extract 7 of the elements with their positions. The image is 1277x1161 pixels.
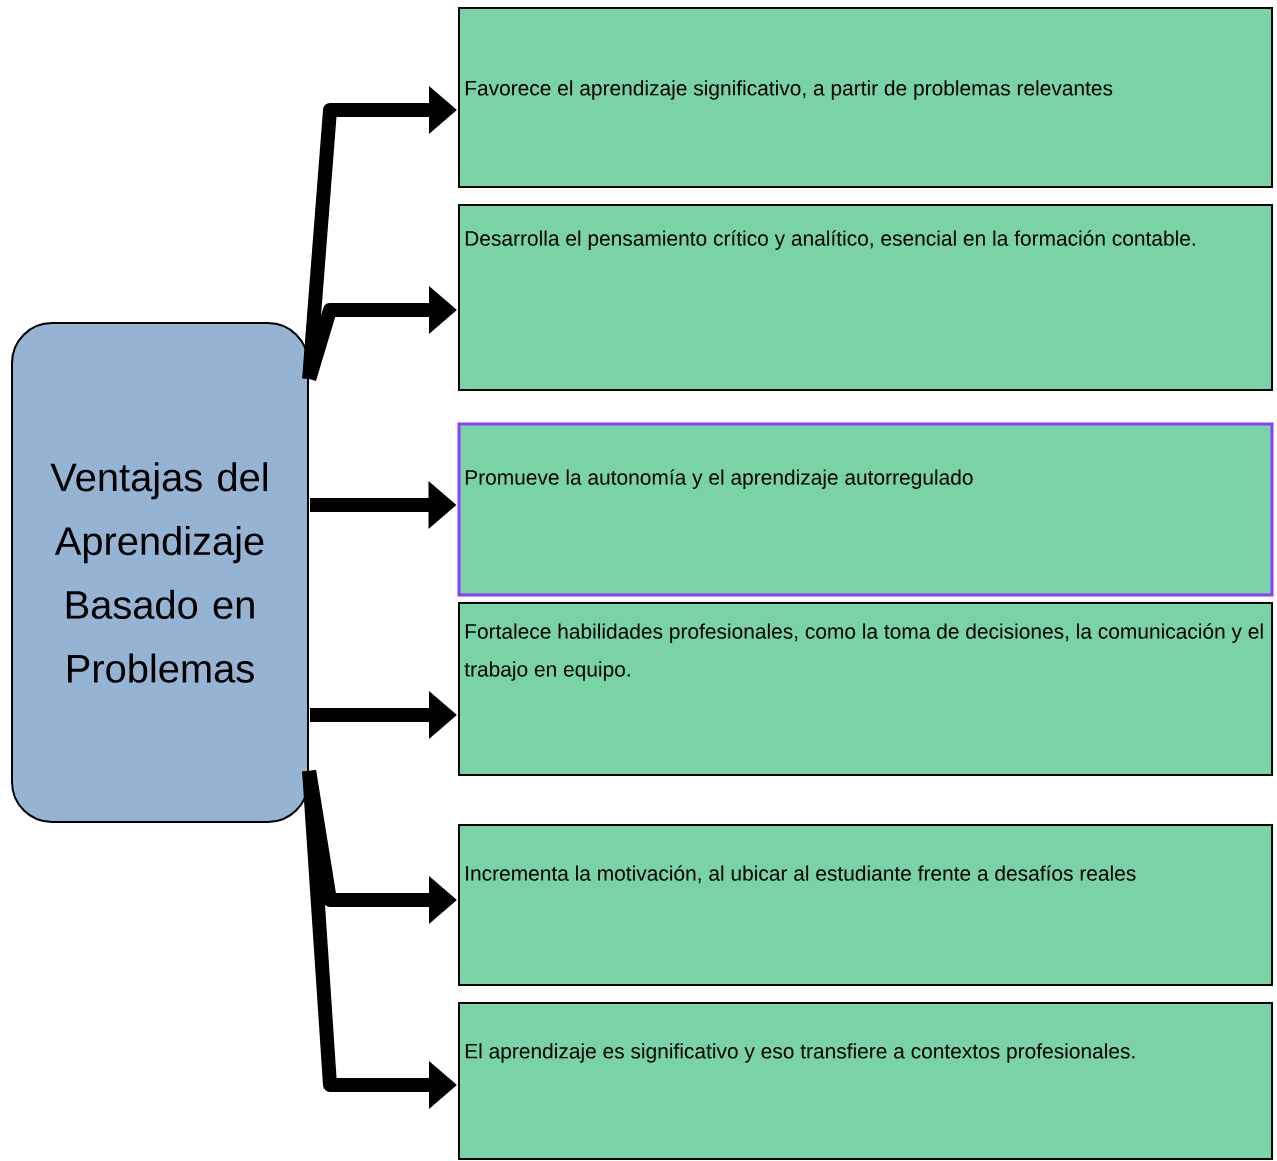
statement-box: Incrementa la motivación, al ubicar al estudiante frente a desafíos reales <box>458 824 1273 986</box>
statement-box: Promueve la autonomía y el aprendizaje autorregulado <box>457 422 1274 597</box>
topic-box: Ventajas del Aprendizaje Basado en Problemas <box>11 322 309 823</box>
statement-box: Desarrolla el pensamiento crítico y analítico, esencial en la formación contable. <box>458 204 1273 391</box>
statement-box: Favorece el aprendizaje significativo, a partir de problemas relevantes <box>458 7 1273 188</box>
statement-box: El aprendizaje es significativo y eso transfiere a contextos profesionales. <box>458 1002 1273 1160</box>
statement-box: Fortalece habilidades profesionales, como la toma de decisiones, la comunicación y el trabajo en equipo. <box>458 602 1273 776</box>
